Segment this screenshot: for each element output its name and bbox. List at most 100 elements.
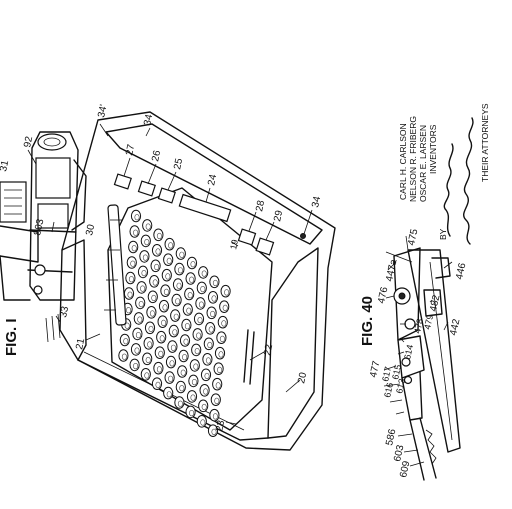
keyboard-key [185, 272, 196, 285]
keyboard-key-top [211, 295, 217, 302]
keyboard-key-top [168, 375, 174, 382]
link-613 [401, 371, 423, 421]
keyboard-key-top [159, 335, 165, 342]
ref-446: 446 [454, 262, 468, 281]
keyboard-key-top [186, 307, 192, 314]
keyboard-key-top [128, 276, 134, 283]
keyboard-key-top [124, 322, 130, 329]
keyboard-key [140, 234, 151, 248]
instruction-plate [45, 313, 61, 343]
machine-housing-outline [59, 111, 336, 451]
keyboard-key [209, 408, 220, 422]
keyboard-key [181, 318, 192, 332]
keyboard-key [209, 275, 220, 289]
keyboard-key [182, 303, 193, 316]
fig1-machine: 34' 34 27 26 25 24 28 29 34 19 21 22 20 … [0, 104, 336, 451]
spring-609 [425, 429, 437, 465]
keyboard-key [175, 380, 186, 394]
keyboard-key-top [172, 329, 178, 336]
keyboard-key-top [161, 319, 167, 327]
keyboard-key-top [144, 372, 150, 379]
front-slot-2 [249, 331, 255, 385]
paper-tape [0, 181, 39, 301]
ref-475: 475 [406, 228, 420, 247]
keyboard-key [153, 228, 164, 242]
keyboard-key [198, 399, 209, 413]
ref-22: 22 [262, 343, 275, 357]
keyboard-key-grid [118, 209, 231, 438]
keyboard-key [130, 209, 142, 223]
keyboard-key [207, 291, 219, 304]
ref-609: 609 [398, 460, 412, 479]
keyboard-key-top [152, 279, 158, 286]
fig40-label: FIG. 40 [359, 296, 376, 346]
rod-603 [419, 417, 437, 479]
key-29 [255, 237, 275, 256]
keyboard-key [164, 371, 175, 384]
keyboard-key [163, 386, 174, 400]
keyboard-key-top [126, 307, 132, 314]
bar-442-slot [429, 261, 453, 441]
keyboard-key [184, 287, 195, 301]
keyboard-key [213, 362, 224, 376]
keyboard-key [158, 299, 170, 313]
print-carriage [27, 131, 87, 301]
fig40-leader-lines [383, 235, 453, 467]
inventors-role: INVENTORS [428, 124, 438, 174]
keyboard-key [193, 312, 205, 326]
keyboard-key-top [169, 360, 175, 367]
keyboard-key-top [158, 350, 164, 358]
keyboard-key [191, 343, 202, 357]
keyboard-key [207, 424, 219, 438]
key-28 [237, 228, 257, 246]
keyboard-key-top [182, 354, 188, 361]
ref-21: 21 [74, 337, 87, 351]
keyboard-key [186, 390, 198, 403]
keyboard-key-top [154, 263, 160, 271]
keyboard-key-top [218, 351, 224, 358]
keyboard-key [171, 293, 182, 307]
keyboard-key [136, 281, 147, 294]
keyboard-key-top [201, 270, 207, 277]
ref-31: 31 [0, 159, 11, 173]
keyboard-key-top [145, 223, 151, 230]
keyboard-key [129, 225, 140, 238]
keyboard-key [126, 256, 137, 269]
keyboard-key [161, 268, 172, 282]
keyboard-key [219, 300, 230, 314]
keyboard-key-top [127, 291, 133, 298]
machine-top-rim [105, 123, 323, 245]
ref-586: 586 [384, 428, 398, 447]
keyboard-key-top [193, 363, 199, 370]
keyboard-key [157, 315, 168, 329]
keyboard-key-top [190, 261, 196, 268]
ref-447a: 447a [384, 258, 399, 282]
ref-34-a: 34 [142, 113, 155, 127]
keyboard-key-top [222, 304, 228, 312]
ref-34-prime: 34' [96, 104, 109, 119]
register-slot [107, 204, 127, 326]
keyboard-key [217, 315, 228, 329]
keyboard-key-top [180, 369, 186, 376]
keyboard-key [164, 237, 175, 251]
keyboard-key [118, 349, 129, 362]
pivot-616 [403, 375, 413, 385]
keyboard-key-top [155, 248, 161, 255]
keyboard-key [196, 281, 207, 295]
keyboard-key [192, 328, 203, 341]
keyboard-key-top [205, 357, 211, 364]
ref-615: 615 [390, 364, 403, 381]
keyboard-key-top [123, 338, 129, 345]
fig40-mechanism: 475 447a 446 476 482 442 479 478 614 477… [359, 228, 468, 481]
keyboard-key-top [140, 285, 146, 292]
keyboard-key-top [183, 338, 189, 345]
inventor-block: CARL H. CARLSON NELSON R. FRIBERG OSCAR … [398, 103, 490, 245]
keyboard-key [174, 396, 185, 409]
keyboard-key [205, 322, 216, 335]
keyboard-key [214, 346, 226, 360]
ref-30: 30 [84, 223, 97, 237]
keyboard-key-top [219, 335, 225, 343]
pivot-615 [401, 357, 411, 367]
keyboard-key [156, 330, 167, 344]
keyboard-key-top [168, 242, 174, 249]
